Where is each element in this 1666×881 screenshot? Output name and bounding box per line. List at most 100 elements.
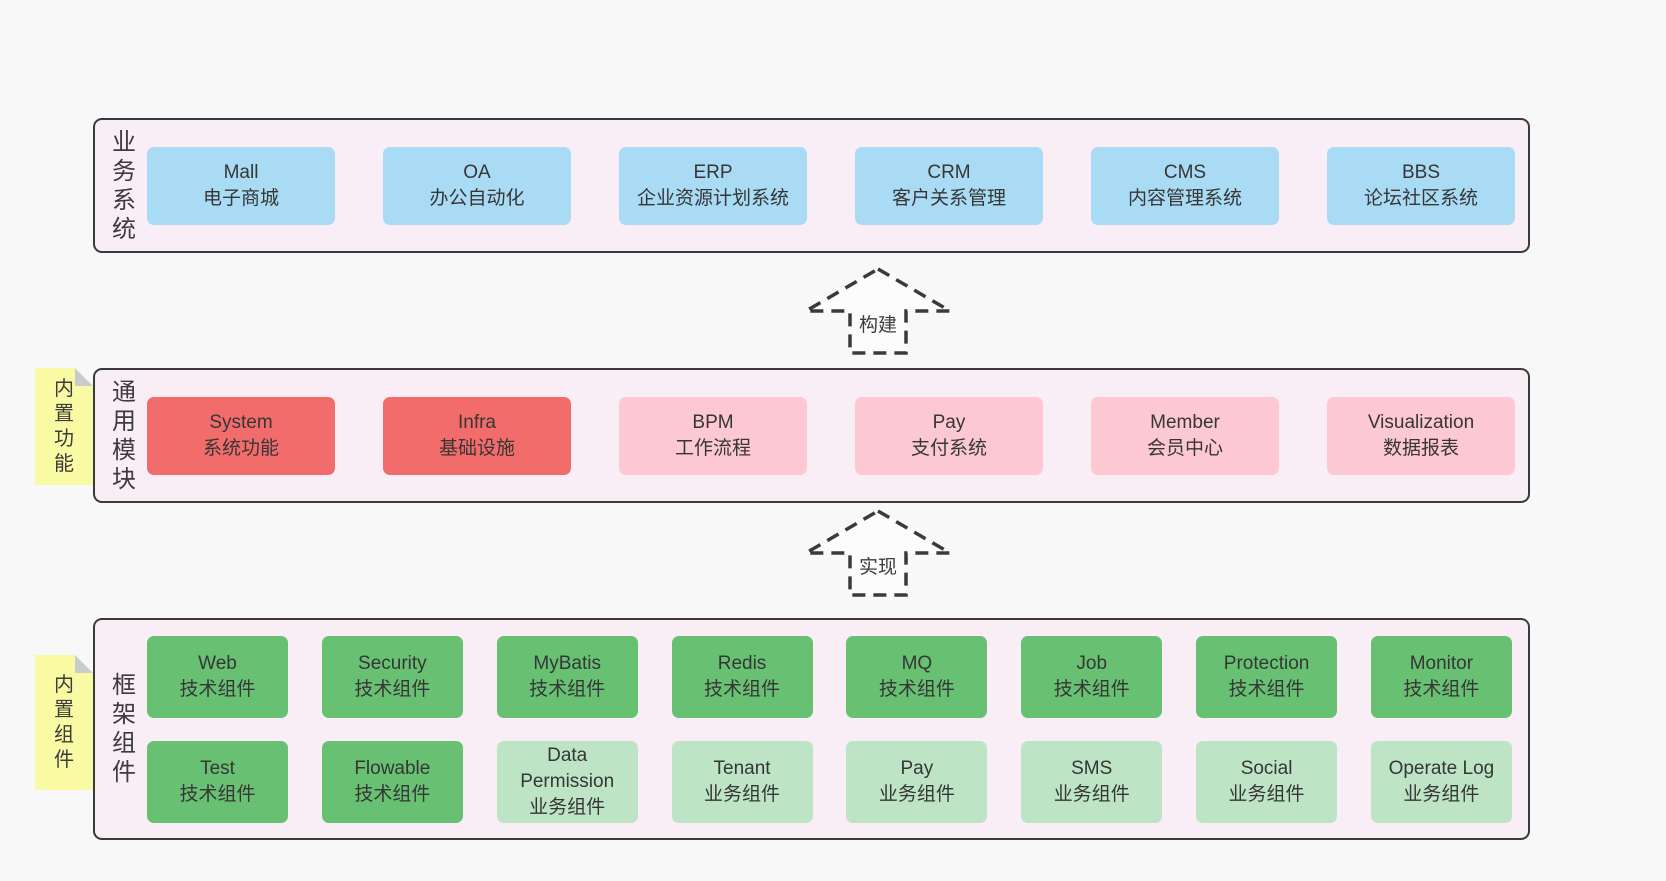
vertical-label-char: 通 [112, 378, 136, 406]
vertical-label-char: 组 [112, 730, 136, 757]
band-boxes: System 系统功能 Infra 基础设施 BPM 工作流程 Pay 支付系统 Member 会… [147, 370, 1515, 501]
module-box-flowable: Flowable 技术组件 [321, 740, 463, 823]
vertical-label-char: 组 [54, 723, 74, 746]
vertical-label-char: 框 [112, 672, 136, 699]
module-title: Job [1076, 652, 1108, 674]
vertical-label-char: 件 [54, 748, 74, 771]
module-subtitle: 系统功能 [202, 437, 279, 459]
module-box-oa: OA 办公自动化 [383, 146, 571, 225]
module-box-tenant: Tenant 业务组件 [671, 740, 813, 823]
module-box-system: System 系统功能 [147, 396, 335, 475]
module-title: ERP [693, 161, 733, 183]
vertical-label-char: 功 [54, 427, 74, 450]
module-subtitle: 业务组件 [704, 783, 781, 805]
module-title: Redis [717, 652, 767, 674]
module-title: CMS [1163, 161, 1207, 183]
module-subtitle: 内容管理系统 [1127, 187, 1242, 209]
module-title: Visualization [1367, 411, 1475, 433]
module-title: Member [1150, 411, 1220, 433]
module-title: Operate Log [1388, 757, 1495, 779]
module-title: MQ [901, 652, 933, 674]
module-box-redis: Redis 技术组件 [671, 635, 813, 718]
module-box-mq: MQ 技术组件 [846, 635, 988, 718]
vertical-label-char: 业 [112, 128, 136, 156]
band-label-common-modules: 通用模块 [105, 370, 143, 501]
module-subtitle: 业务组件 [878, 783, 955, 805]
module-title: Flowable [354, 757, 431, 779]
module-title: CRM [927, 161, 971, 183]
sticky-fold-corner [75, 655, 93, 673]
module-box-visualization: Visualization 数据报表 [1327, 396, 1515, 475]
module-box-security: Security 技术组件 [321, 635, 463, 718]
module-box-erp: ERP 企业资源计划系统 [619, 146, 807, 225]
module-subtitle: 技术组件 [529, 678, 606, 700]
vertical-label-char: 务 [112, 157, 136, 185]
vertical-label-char: 用 [112, 407, 136, 435]
module-title: Mall [223, 161, 259, 183]
vertical-label-char: 架 [112, 701, 136, 728]
module-box-operate-log: Operate Log 业务组件 [1370, 740, 1512, 823]
module-subtitle: 业务组件 [1053, 783, 1130, 805]
module-title: Security [358, 652, 427, 674]
module-subtitle: 业务组件 [529, 796, 606, 818]
arrow-build: 构建 [798, 266, 958, 356]
module-title: OA [463, 161, 491, 183]
vertical-label-char: 内 [54, 377, 74, 400]
module-subtitle: 技术组件 [1228, 678, 1305, 700]
module-subtitle: 技术组件 [704, 678, 781, 700]
module-box-cms: CMS 内容管理系统 [1091, 146, 1279, 225]
module-title: Monitor [1409, 652, 1474, 674]
module-subtitle: 论坛社区系统 [1363, 187, 1478, 209]
module-subtitle: 业务组件 [1403, 783, 1480, 805]
module-subtitle: 工作流程 [674, 437, 751, 459]
module-title: MyBatis [533, 652, 601, 674]
module-box-pay: Pay 支付系统 [855, 396, 1043, 475]
module-title: Tenant [713, 757, 771, 779]
vertical-label-char: 置 [54, 698, 74, 721]
module-subtitle: 企业资源计划系统 [636, 187, 789, 209]
band-common-modules: 通用模块 System 系统功能 Infra 基础设施 BPM 工作流程 Pay 支付系统 Me… [93, 368, 1530, 503]
module-subtitle: 技术组件 [354, 783, 431, 805]
module-title: BPM [692, 411, 734, 433]
module-title: Pay [932, 411, 966, 433]
module-subtitle: 技术组件 [878, 678, 955, 700]
module-subtitle: 技术组件 [179, 678, 256, 700]
module-title: System [209, 411, 273, 433]
module-box-infra: Infra 基础设施 [383, 396, 571, 475]
module-subtitle: 技术组件 [354, 678, 431, 700]
vertical-label-char: 置 [54, 402, 74, 425]
module-box-member: Member 会员中心 [1091, 396, 1279, 475]
vertical-label-char: 模 [112, 436, 136, 464]
module-title: Infra [457, 411, 497, 433]
module-subtitle: 基础设施 [438, 437, 515, 459]
module-title: Social [1240, 757, 1293, 779]
module-subtitle: 业务组件 [1228, 783, 1305, 805]
vertical-label-char: 件 [112, 759, 136, 786]
module-title: Pay [900, 757, 934, 779]
module-subtitle: 客户关系管理 [891, 187, 1006, 209]
vertical-label-char: 块 [112, 465, 136, 493]
vertical-label-char: 系 [112, 186, 136, 214]
module-subtitle: 会员中心 [1146, 437, 1223, 459]
module-subtitle: 数据报表 [1382, 437, 1459, 459]
arrow-implement: 实现 [798, 508, 958, 598]
sticky-note-builtin-components: 内置组件 [35, 655, 93, 790]
vertical-label-char: 内 [54, 673, 74, 696]
module-box-social: Social 业务组件 [1196, 740, 1338, 823]
module-subtitle: 支付系统 [910, 437, 987, 459]
module-title: Data Permission [520, 744, 615, 792]
band-label-business-systems: 业务系统 [105, 120, 143, 251]
module-subtitle: 办公自动化 [429, 187, 525, 209]
